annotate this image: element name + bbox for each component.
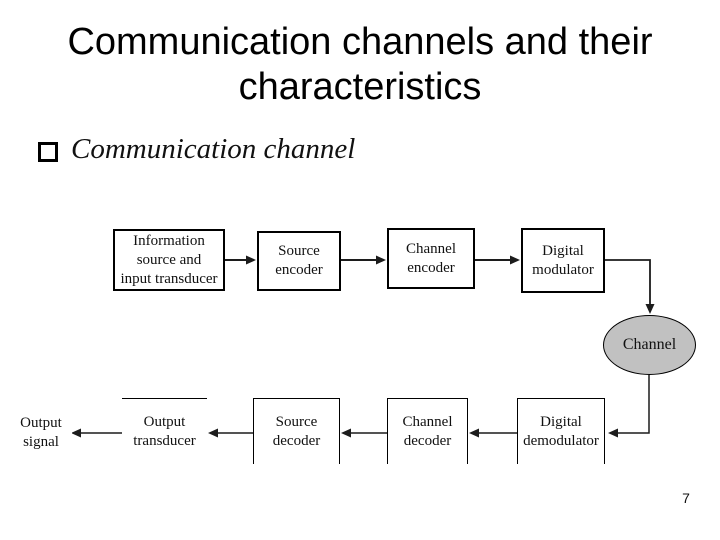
- node-channel-decoder-line1: Channel: [402, 414, 453, 430]
- node-output-transducer-line1: Output: [143, 414, 186, 430]
- node-source-encoder-line2: encoder: [275, 262, 323, 278]
- arrowhead-channel-to-demodulator: [608, 428, 618, 438]
- node-channel-ellipse: Channel: [603, 315, 696, 375]
- arrowhead-channel-encoder-to-modulator: [510, 255, 520, 265]
- node-output-signal-line1: Output: [20, 415, 62, 431]
- arrowhead-modulator-to-channel: [645, 304, 655, 314]
- node-source-decoder-line1: Source: [275, 414, 318, 430]
- arrowhead-output-transducer-to-output-signal: [71, 428, 81, 438]
- node-digital-demodulator: Digital demodulator: [517, 398, 605, 464]
- node-source-encoder: Source encoder: [257, 231, 341, 291]
- arrowhead-source-to-channel-encoder: [376, 255, 386, 265]
- node-information-source-line1: Information: [133, 232, 205, 249]
- node-channel-decoder: Channel decoder: [387, 398, 468, 464]
- node-digital-modulator-line1: Digital: [542, 242, 584, 259]
- bullet-label: Communication channel: [71, 133, 356, 165]
- node-channel-encoder-line1: Channel: [406, 240, 456, 257]
- node-channel-encoder: Channel encoder: [387, 228, 475, 289]
- arrowhead-info-to-source-encoder: [246, 255, 256, 265]
- page-number: 7: [682, 490, 690, 506]
- node-output-transducer: Output transducer: [122, 398, 207, 464]
- node-channel-encoder-line2: encoder: [407, 259, 455, 276]
- node-output-transducer-line2: transducer: [133, 433, 196, 449]
- node-digital-demodulator-line2: demodulator: [523, 433, 599, 449]
- node-digital-modulator: Digital modulator: [521, 228, 605, 293]
- node-source-decoder-line2: decoder: [272, 433, 321, 449]
- node-digital-modulator-line2: modulator: [532, 261, 594, 278]
- connector-channel-to-demodulator: [616, 375, 650, 434]
- arrowhead-source-decoder-to-output-transducer: [208, 428, 218, 438]
- slide-title-line1: Communication channels and their: [67, 21, 653, 63]
- square-bullet-icon: [38, 142, 58, 162]
- node-source-encoder-line1: Source: [278, 243, 320, 259]
- node-output-signal-line2: signal: [23, 434, 59, 450]
- node-information-source: Information source and input transducer: [113, 229, 225, 291]
- node-digital-demodulator-line1: Digital: [540, 414, 582, 430]
- slide-title-line2: characteristics: [238, 66, 482, 108]
- slide-title: Communication channels and their charact…: [0, 20, 720, 110]
- bullet-item: Communication channel: [38, 133, 355, 166]
- connector-modulator-to-channel: [605, 259, 651, 306]
- arrowhead-demodulator-to-channel-decoder: [469, 428, 479, 438]
- arrowhead-channel-decoder-to-source-decoder: [341, 428, 351, 438]
- node-output-signal: Output signal: [10, 414, 72, 464]
- node-information-source-line2: source and: [136, 251, 202, 268]
- node-information-source-line3: input transducer: [120, 270, 218, 287]
- node-source-decoder: Source decoder: [253, 398, 340, 464]
- node-channel-label: Channel: [622, 336, 677, 353]
- node-channel-decoder-line2: decoder: [403, 433, 452, 449]
